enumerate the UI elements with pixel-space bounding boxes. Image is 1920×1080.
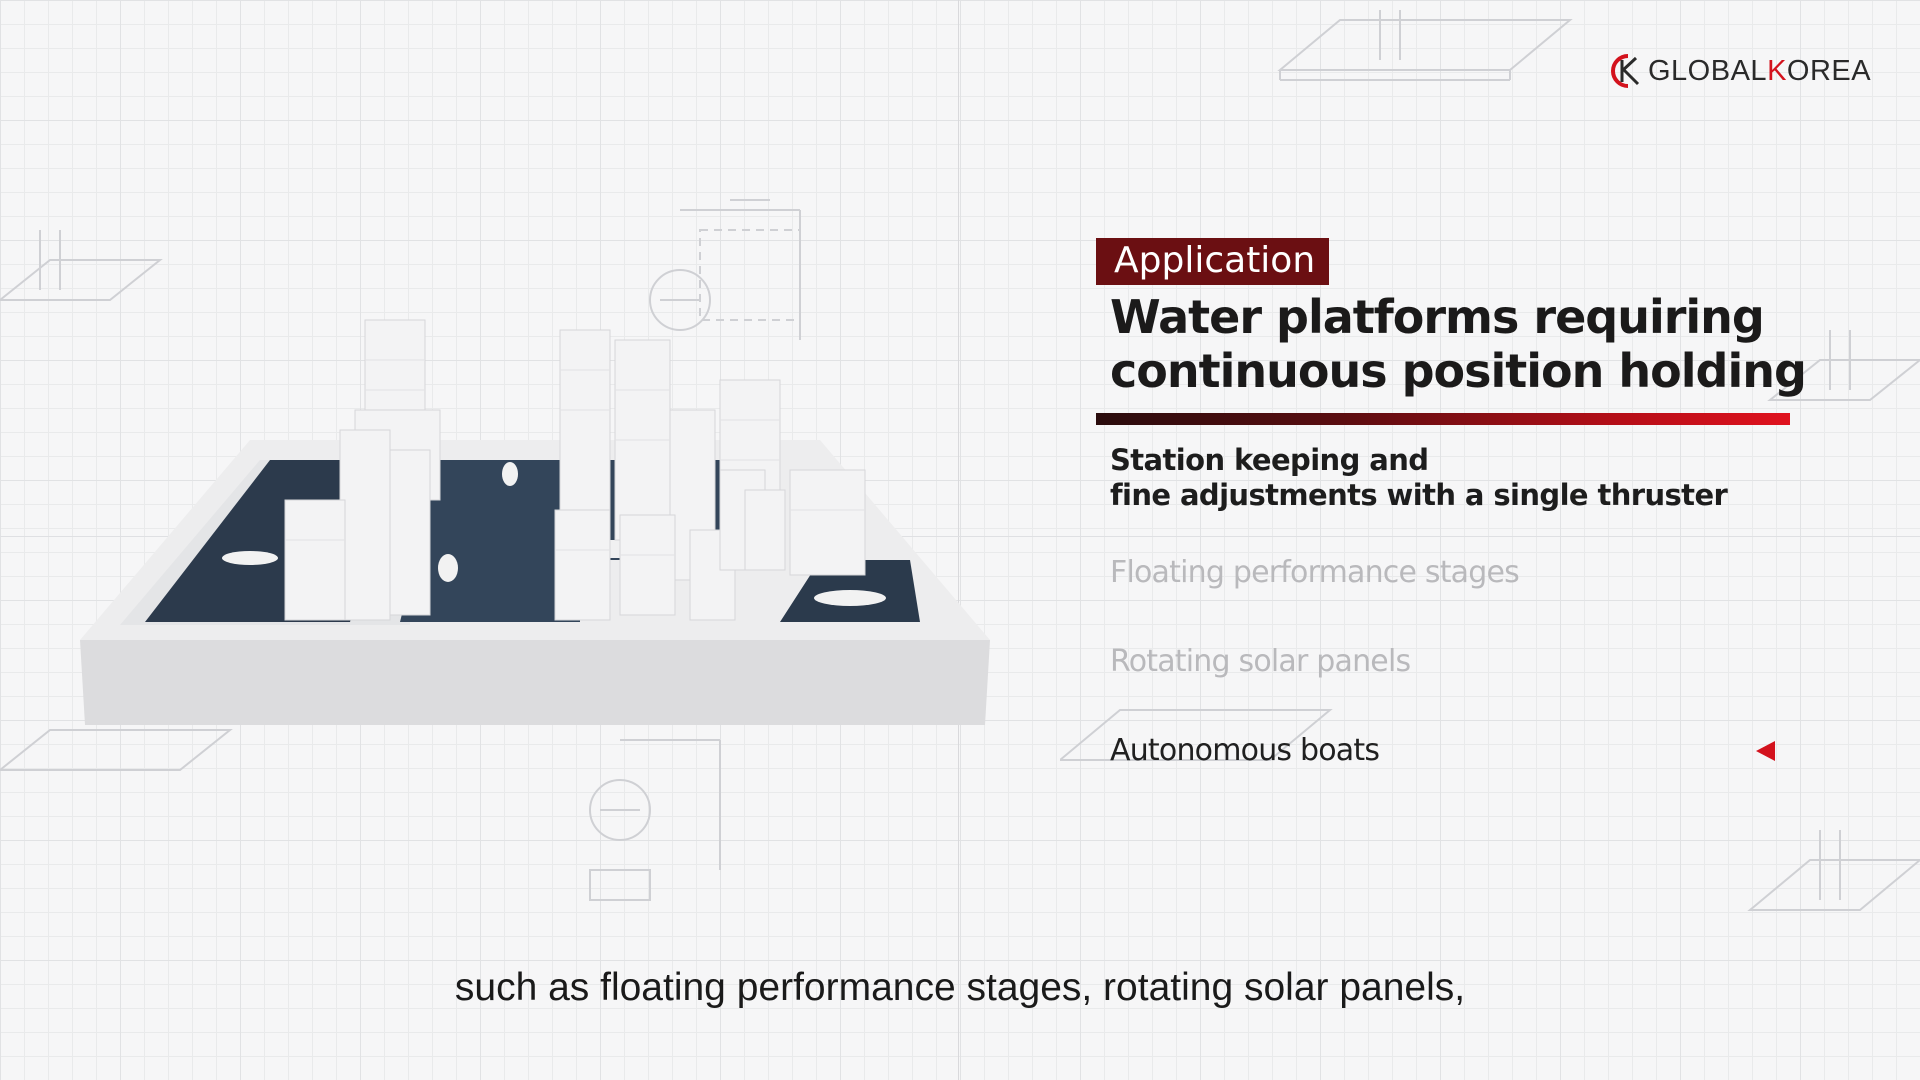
sketch-plate-far-right xyxy=(1747,830,1920,911)
sketch-plate-left-bottom xyxy=(0,729,233,771)
brand-logo: GLOBALKOREA xyxy=(1608,52,1871,90)
globalkorea-logo-icon xyxy=(1611,54,1640,88)
subtitle: Station keeping and fine adjustments wit… xyxy=(1110,443,1728,512)
list-item-floating-stages: Floating performance stages xyxy=(1110,555,1520,590)
sketch-plate-right-bottom xyxy=(1060,709,1333,761)
list-item-solar-panels: Rotating solar panels xyxy=(1110,644,1411,679)
boat-icon xyxy=(222,551,278,565)
title-underline-bar xyxy=(1096,413,1790,425)
horizontal-guide-line xyxy=(0,536,1920,537)
sketch-circuit-bottom xyxy=(589,739,721,901)
triangle-left-icon xyxy=(1756,741,1775,761)
sketch-plate-top-right xyxy=(1277,10,1573,81)
boat-icon xyxy=(502,462,518,486)
sketch-circuit-top xyxy=(649,199,801,340)
sketch-plate-right-middle xyxy=(1767,330,1920,401)
floating-city-illustration xyxy=(80,319,990,725)
subtitle-caption: such as floating performance stages, rot… xyxy=(454,966,1466,1009)
vertical-guide-line xyxy=(958,0,959,1080)
boat-icon xyxy=(438,554,458,582)
brand-wordmark: GLOBALKOREA xyxy=(1648,54,1872,87)
sketch-plate-left xyxy=(0,230,163,301)
list-item-autonomous-boats: Autonomous boats xyxy=(1110,733,1380,768)
page-title: Water platforms requiring continuous pos… xyxy=(1110,290,1807,398)
boat-icon xyxy=(814,590,886,606)
section-tag: Application xyxy=(1096,238,1330,285)
